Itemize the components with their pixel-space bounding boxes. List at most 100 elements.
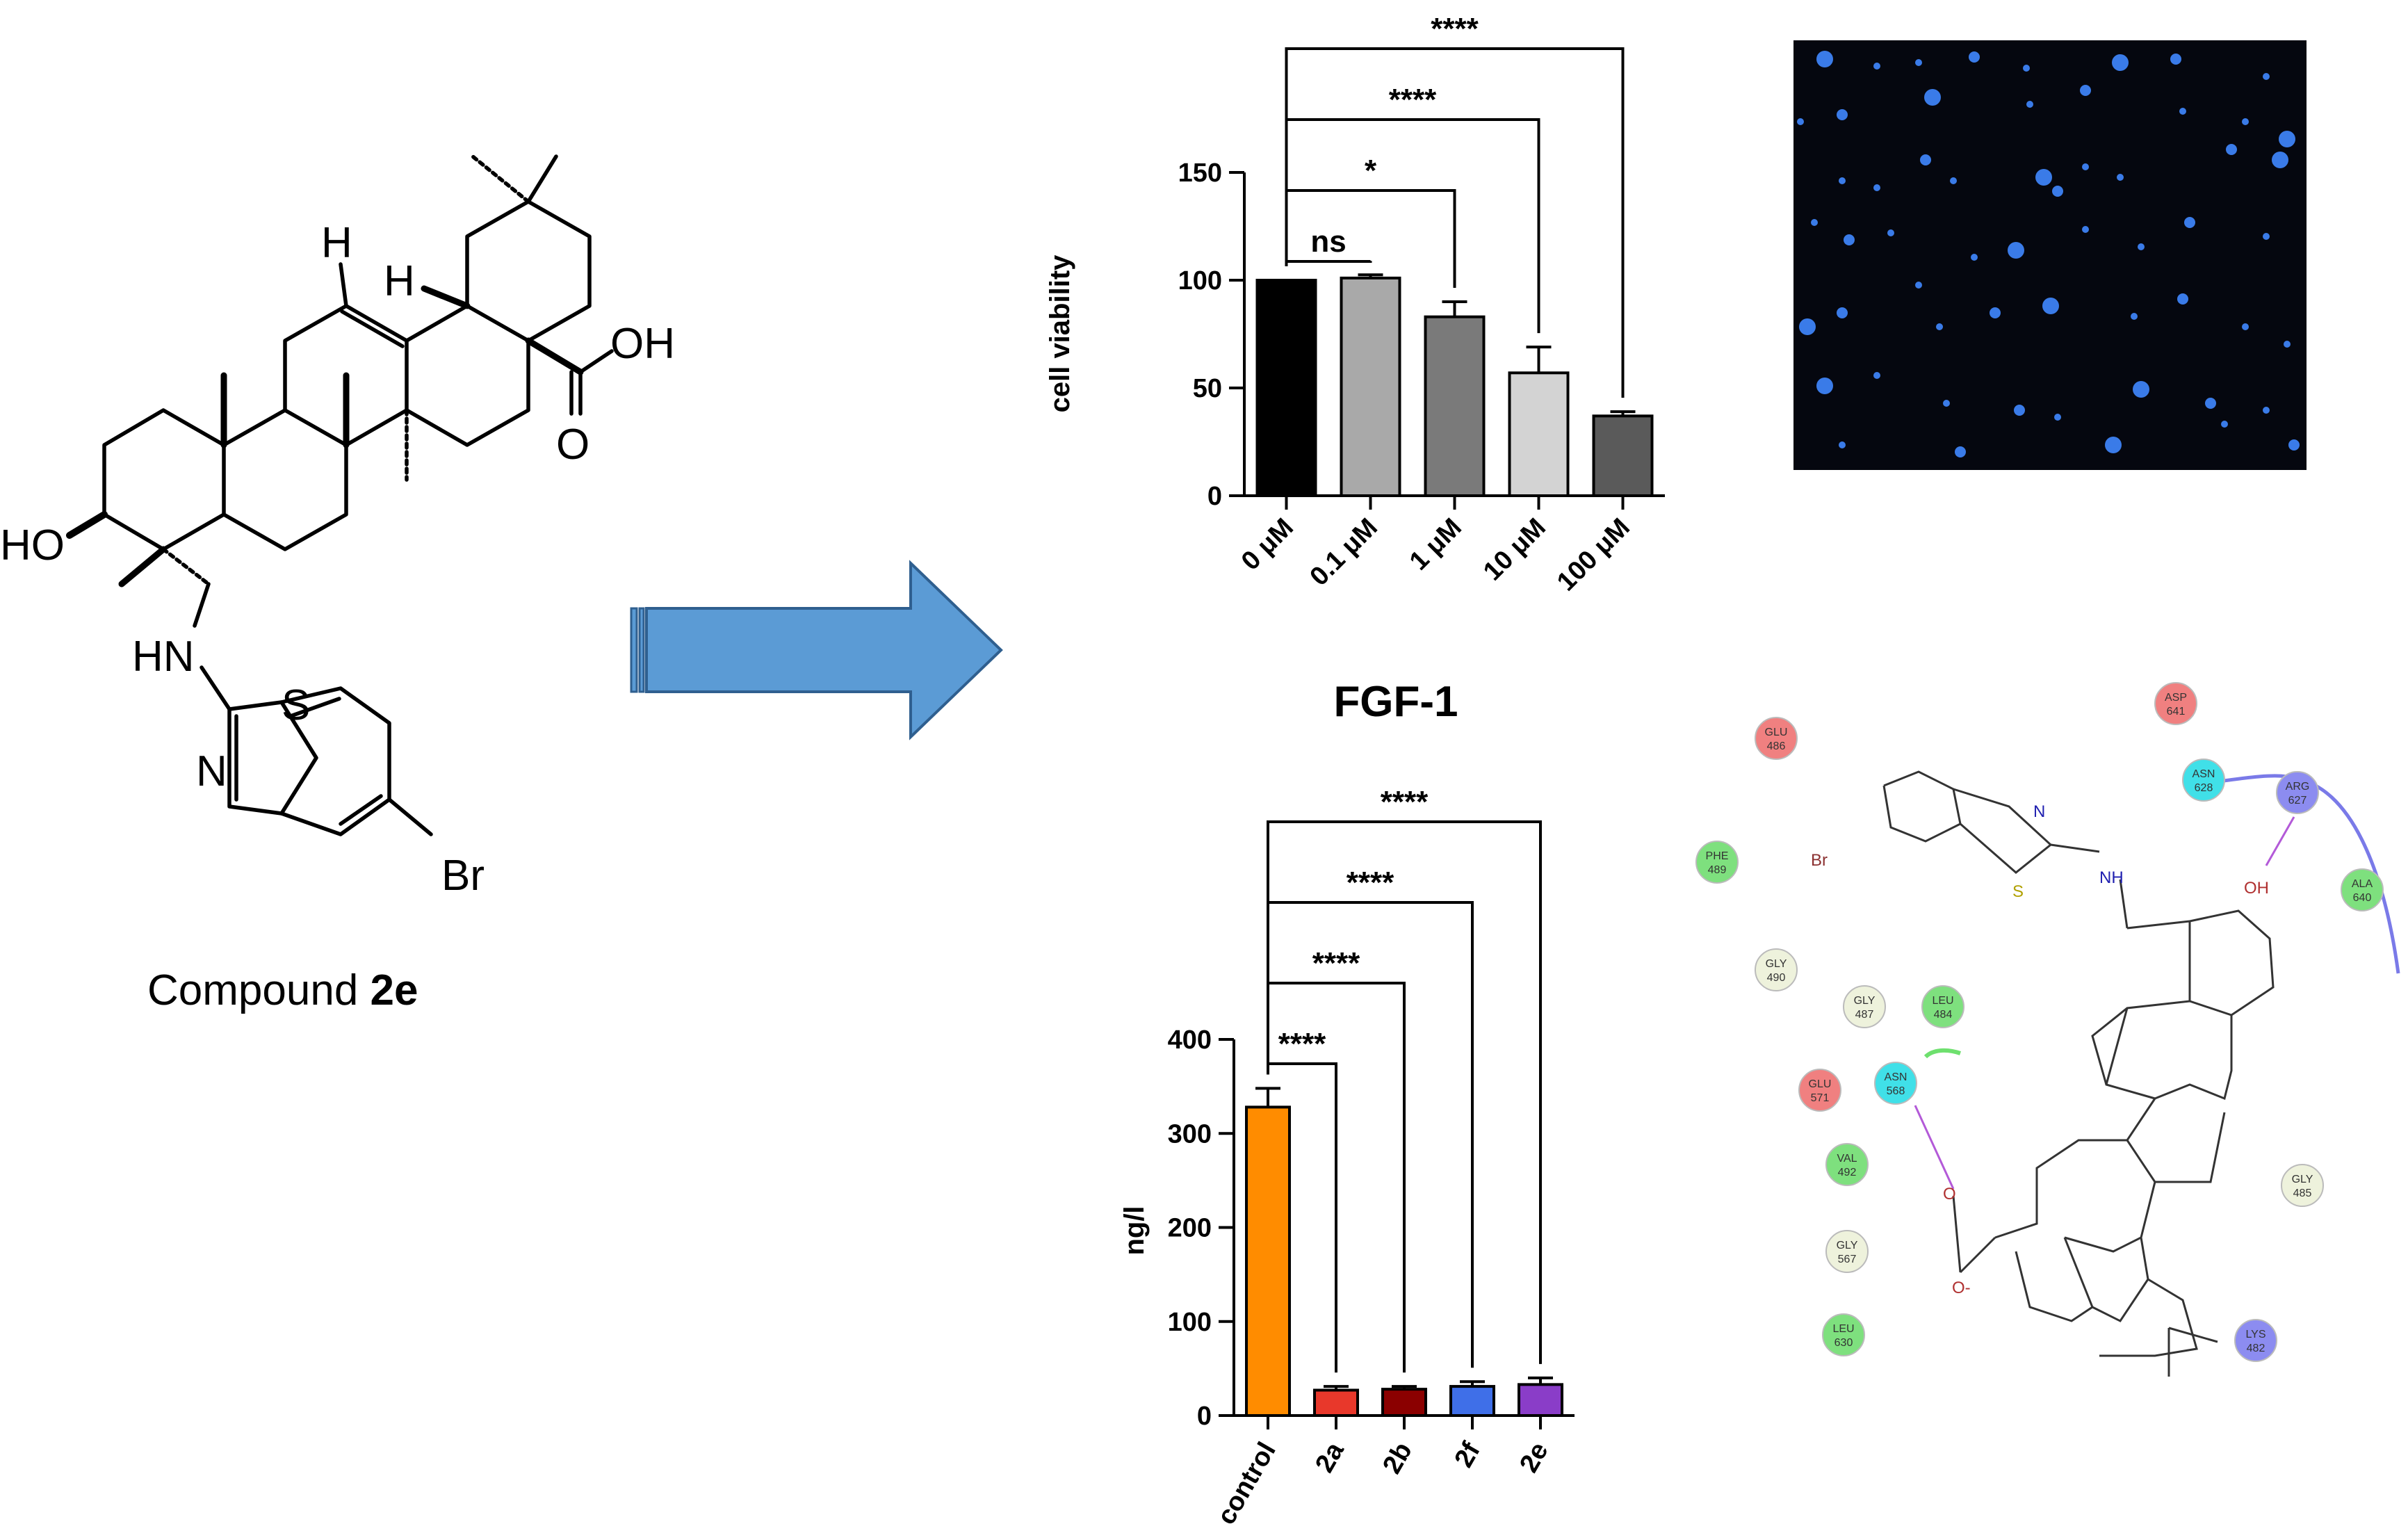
cell-nucleus bbox=[2263, 407, 2270, 414]
atom-br: Br bbox=[441, 852, 485, 900]
ligand-atom-oh: OH bbox=[2244, 879, 2269, 898]
y-tick-label: 150 bbox=[1178, 159, 1222, 188]
cell-nucleus bbox=[2138, 243, 2145, 250]
x-tick-label: 0.1 μM bbox=[1305, 513, 1383, 592]
cell-nucleus bbox=[1844, 234, 1855, 245]
significance-label: **** bbox=[1312, 946, 1360, 980]
residue-name: ASN bbox=[1885, 1071, 1907, 1083]
compound-2e-structure bbox=[66, 154, 614, 836]
residue-node bbox=[1874, 1062, 1917, 1105]
atom-h-mid: H bbox=[384, 257, 415, 305]
residue-node bbox=[2182, 759, 2225, 802]
significance-bracket bbox=[1267, 901, 1474, 1368]
residue-name: ASP bbox=[2165, 692, 2187, 704]
y-tick-label: 200 bbox=[1168, 1214, 1212, 1243]
residue-node bbox=[1825, 1230, 1869, 1273]
cell-nucleus bbox=[2112, 54, 2129, 71]
residue-number: 487 bbox=[1855, 1009, 1874, 1021]
cell-nucleus bbox=[1816, 378, 1833, 394]
y-tick-label: 100 bbox=[1178, 266, 1222, 295]
ligand-atom-br: Br bbox=[1811, 851, 1828, 870]
y-axis-label: ng/l bbox=[1119, 1206, 1150, 1255]
residue-number: 627 bbox=[2288, 795, 2307, 806]
residue-node bbox=[1825, 1143, 1869, 1186]
cell-nucleus bbox=[2014, 405, 2025, 416]
residue-number: 628 bbox=[2195, 782, 2213, 794]
cell-nucleus bbox=[1873, 184, 1880, 191]
residue-number: 568 bbox=[1887, 1085, 1905, 1097]
residue-name: GLY bbox=[2292, 1174, 2313, 1185]
residue-number: 482 bbox=[2247, 1343, 2265, 1354]
significance-label: ns bbox=[1310, 225, 1346, 259]
y-tick-label: 400 bbox=[1168, 1026, 1212, 1055]
cell-nucleus bbox=[1920, 154, 1931, 165]
cell-nucleus bbox=[2035, 169, 2052, 186]
hbond-arrow bbox=[2265, 816, 2295, 866]
residue-name: ASN bbox=[2193, 768, 2215, 780]
pocket-contour-green bbox=[1923, 1048, 1961, 1059]
cell-nucleus bbox=[1839, 177, 1846, 184]
cell-nucleus bbox=[2080, 85, 2091, 96]
residue-node bbox=[2234, 1319, 2277, 1362]
cell-nucleus bbox=[2226, 144, 2237, 155]
cell-nucleus bbox=[2008, 242, 2024, 259]
ligand-atom-labels: Br S N NH OH O O- bbox=[1811, 802, 2269, 1297]
bar bbox=[1424, 315, 1486, 497]
residue-number: 641 bbox=[2167, 706, 2186, 718]
residue-number: 567 bbox=[1838, 1254, 1857, 1265]
cell-nucleus bbox=[2272, 152, 2288, 168]
cell-nucleus bbox=[2179, 108, 2186, 115]
cell-nucleus bbox=[2170, 54, 2181, 65]
cell-nucleus bbox=[1887, 229, 1894, 236]
ligand-atom-n: N bbox=[2033, 802, 2045, 821]
residue-number: 485 bbox=[2293, 1187, 2312, 1199]
cell-nucleus bbox=[1797, 118, 1804, 125]
bar bbox=[1255, 279, 1317, 497]
cell-nucleus bbox=[1955, 446, 1966, 457]
y-tick-label: 100 bbox=[1168, 1308, 1212, 1337]
compound-atom-labels: H H OH O HO HN S N Br bbox=[0, 219, 675, 900]
bar bbox=[1508, 371, 1570, 497]
cell-nucleus bbox=[2242, 323, 2249, 330]
cell-nucleus bbox=[1799, 318, 1816, 335]
x-tick-label: 1 μM bbox=[1404, 513, 1467, 576]
cell-nucleus bbox=[2082, 163, 2089, 170]
significance-label: **** bbox=[1381, 785, 1429, 819]
bar bbox=[1449, 1385, 1495, 1418]
cell-nucleus bbox=[1915, 59, 1922, 66]
bar bbox=[1340, 276, 1401, 497]
fgf1-chart-title: FGF-1 bbox=[1333, 678, 1458, 726]
cell-nucleus bbox=[1837, 307, 1848, 318]
ligand-atom-o: O bbox=[1943, 1185, 1956, 1203]
residue-node bbox=[2341, 868, 2384, 911]
bar bbox=[1592, 414, 1654, 497]
x-tick-label: 2e bbox=[1514, 1438, 1554, 1478]
residue-name: ARG bbox=[2286, 781, 2310, 793]
cell-nucleus bbox=[1936, 323, 1943, 330]
cell-nucleus bbox=[2242, 118, 2249, 125]
atom-oh-acid: OH bbox=[610, 320, 675, 368]
bar bbox=[1245, 1105, 1291, 1417]
residue-node bbox=[2276, 771, 2319, 814]
hbond-arrow bbox=[1914, 1105, 1955, 1190]
cell-nucleus bbox=[1837, 109, 1848, 120]
cell-nucleus bbox=[1950, 177, 1957, 184]
cell-nucleus bbox=[1969, 51, 1980, 63]
residue-number: 489 bbox=[1708, 864, 1727, 876]
residue-number: 640 bbox=[2353, 892, 2372, 904]
cell-nucleus bbox=[1990, 307, 2001, 318]
atom-o-acid: O bbox=[556, 421, 589, 469]
cell-nucleus bbox=[2288, 439, 2300, 451]
x-tick-label: 0 μM bbox=[1236, 513, 1299, 576]
significance-label: **** bbox=[1278, 1027, 1326, 1061]
residue-node bbox=[1798, 1069, 1841, 1112]
cell-nucleus bbox=[1915, 282, 1922, 289]
residue-number: 571 bbox=[1811, 1092, 1830, 1104]
bar bbox=[1381, 1388, 1427, 1418]
cell-nucleus bbox=[2263, 73, 2270, 80]
cell-nucleus bbox=[1971, 254, 1978, 261]
